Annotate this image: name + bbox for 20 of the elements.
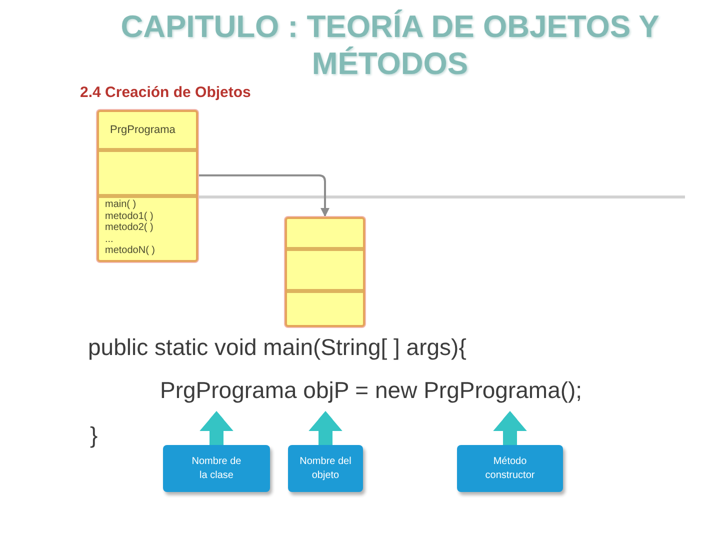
callout-arrow — [493, 411, 527, 445]
connector-arrow — [198, 174, 330, 217]
code-line: public static void main(String[ ] args){ — [88, 334, 466, 360]
callout-box: Nombre de la clase — [163, 445, 270, 492]
section-heading: 2.4 Creación de Objetos — [80, 84, 251, 101]
method-name: metodo1( ) — [105, 210, 154, 222]
callout-arrow — [308, 411, 342, 445]
method-name: ... — [105, 234, 114, 245]
callout-arrow — [200, 411, 234, 445]
callout-box: Método constructor — [457, 445, 563, 492]
uml-object-box — [285, 217, 365, 327]
uml-class-box — [97, 110, 198, 262]
method-name: main( ) — [105, 199, 136, 210]
method-name: metodo2( ) — [105, 222, 154, 234]
class-name: PrgPrograma — [110, 124, 176, 136]
method-name: metodoN( ) — [105, 245, 156, 256]
slide-title: CAPITULO : TEORÍA DE OBJETOS Y MÉTODOS — [120, 8, 660, 82]
code-line: PrgPrograma objP = new PrgPrograma(); — [160, 377, 582, 411]
closing-brace: } — [90, 422, 98, 448]
callout-box: Nombre del objeto — [288, 445, 363, 492]
